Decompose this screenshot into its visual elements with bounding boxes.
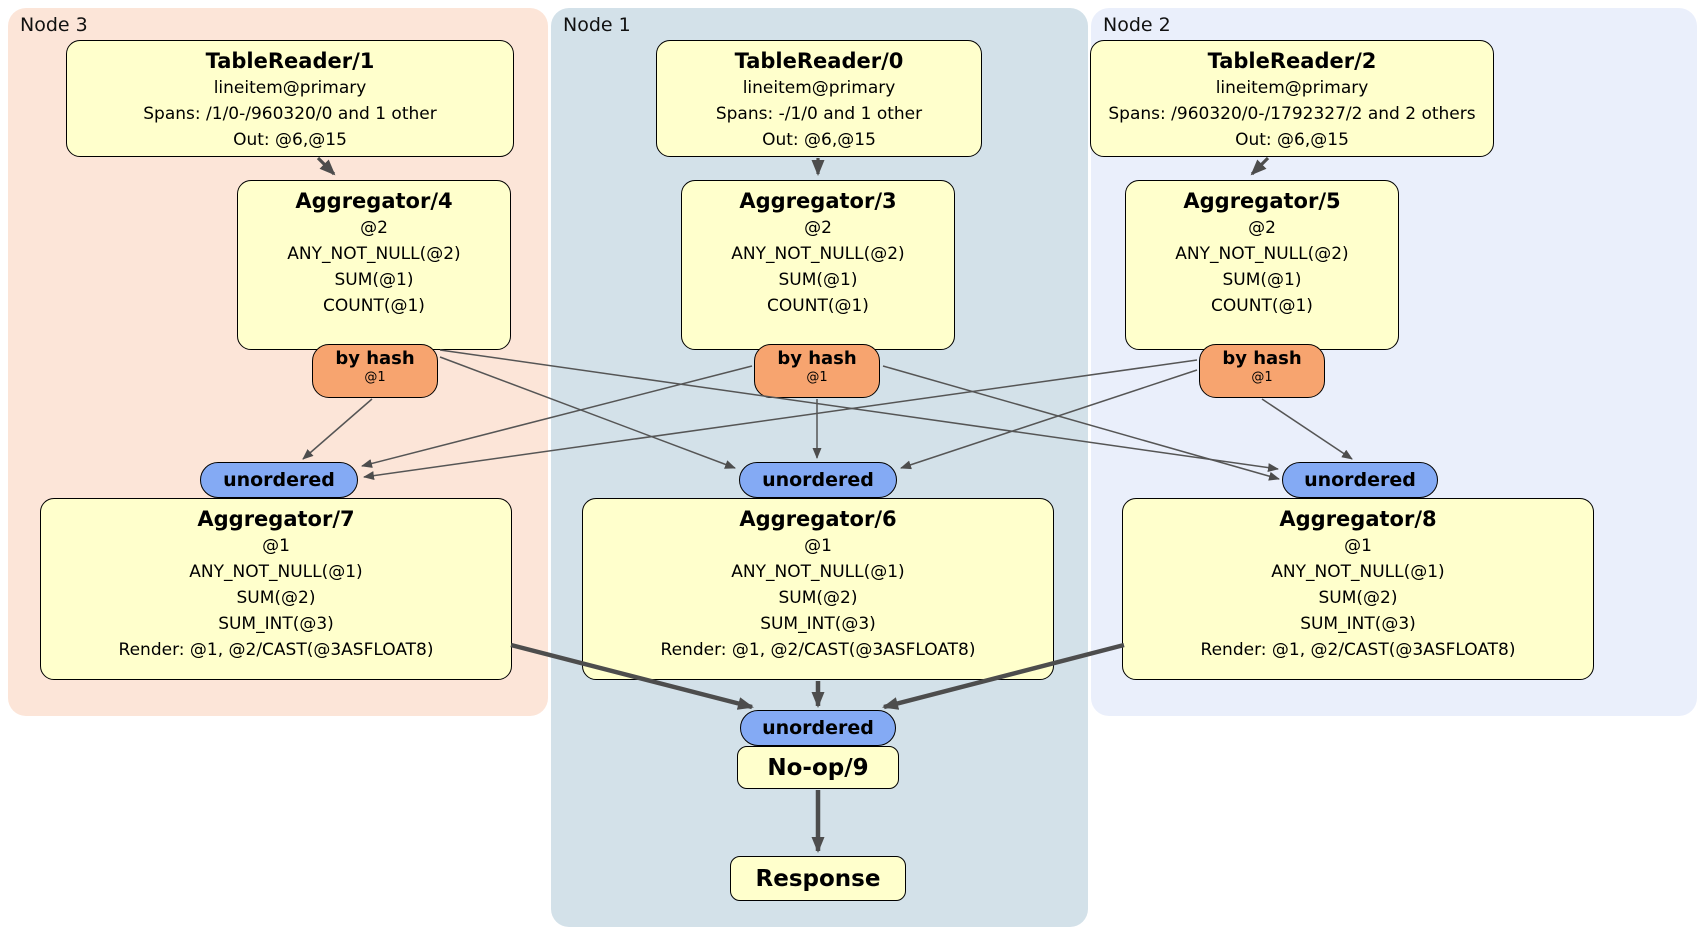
node-detail: Render: @1, @2/CAST(@3ASFLOAT8) <box>660 640 976 660</box>
router-by-hash-5: by hash @1 <box>1199 344 1325 398</box>
node-detail: lineitem@primary <box>742 78 896 98</box>
router-label: by hash <box>777 348 857 369</box>
sync-label: unordered <box>1304 469 1416 491</box>
node-noop-9: No-op/9 <box>737 746 899 789</box>
sync-label: unordered <box>762 469 874 491</box>
node-detail: SUM(@2) <box>236 588 316 608</box>
node-title: TableReader/0 <box>734 49 904 73</box>
node-title: Aggregator/3 <box>739 189 897 213</box>
node-tablereader-2: TableReader/2 lineitem@primary Spans: /9… <box>1090 40 1494 157</box>
node-detail: Spans: /1/0-/960320/0 and 1 other <box>143 104 437 124</box>
node-title: TableReader/2 <box>1207 49 1377 73</box>
node-detail: SUM_INT(@3) <box>218 614 334 634</box>
node-detail: ANY_NOT_NULL(@2) <box>1175 244 1349 264</box>
node-detail: SUM_INT(@3) <box>760 614 876 634</box>
router-key: @1 <box>1251 370 1273 385</box>
node-title: Aggregator/6 <box>739 507 897 531</box>
panel-node-2-label: Node 2 <box>1103 14 1171 36</box>
node-detail: Out: @6,@15 <box>1235 130 1349 150</box>
node-detail: lineitem@primary <box>213 78 367 98</box>
sync-unordered-8: unordered <box>1282 462 1438 498</box>
sync-label: unordered <box>223 469 335 491</box>
node-detail: Out: @6,@15 <box>233 130 347 150</box>
router-key: @1 <box>806 370 828 385</box>
node-title: Aggregator/7 <box>197 507 355 531</box>
node-title: No-op/9 <box>767 754 869 781</box>
node-detail: Spans: /960320/0-/1792327/2 and 2 others <box>1108 104 1476 124</box>
panel-node-3-label: Node 3 <box>20 14 88 36</box>
node-aggregator-4: Aggregator/4 @2 ANY_NOT_NULL(@2) SUM(@1)… <box>237 180 511 350</box>
node-detail: ANY_NOT_NULL(@2) <box>731 244 905 264</box>
node-aggregator-6: Aggregator/6 @1 ANY_NOT_NULL(@1) SUM(@2)… <box>582 498 1054 680</box>
node-detail: @1 <box>1344 536 1372 556</box>
sync-unordered-final: unordered <box>740 710 896 746</box>
node-detail: @2 <box>1248 218 1276 238</box>
node-tablereader-1: TableReader/1 lineitem@primary Spans: /1… <box>66 40 514 157</box>
node-detail: SUM_INT(@3) <box>1300 614 1416 634</box>
node-aggregator-3: Aggregator/3 @2 ANY_NOT_NULL(@2) SUM(@1)… <box>681 180 955 350</box>
node-detail: @2 <box>360 218 388 238</box>
node-aggregator-8: Aggregator/8 @1 ANY_NOT_NULL(@1) SUM(@2)… <box>1122 498 1594 680</box>
node-title: Aggregator/5 <box>1183 189 1341 213</box>
node-detail: ANY_NOT_NULL(@2) <box>287 244 461 264</box>
node-detail: Spans: -/1/0 and 1 other <box>715 104 923 124</box>
sync-unordered-7: unordered <box>200 462 358 498</box>
node-title: Response <box>755 865 881 892</box>
node-detail: @1 <box>804 536 832 556</box>
node-detail: Out: @6,@15 <box>762 130 876 150</box>
node-detail: COUNT(@1) <box>767 296 869 316</box>
node-title: Aggregator/8 <box>1279 507 1437 531</box>
panel-node-1-label: Node 1 <box>563 14 631 36</box>
router-label: by hash <box>335 348 415 369</box>
router-key: @1 <box>364 370 386 385</box>
node-detail: SUM(@2) <box>1318 588 1398 608</box>
node-detail: @1 <box>262 536 290 556</box>
node-aggregator-7: Aggregator/7 @1 ANY_NOT_NULL(@1) SUM(@2)… <box>40 498 512 680</box>
router-by-hash-4: by hash @1 <box>312 344 438 398</box>
node-title: Aggregator/4 <box>295 189 453 213</box>
sync-unordered-6: unordered <box>739 462 897 498</box>
node-detail: Render: @1, @2/CAST(@3ASFLOAT8) <box>1200 640 1516 660</box>
node-detail: ANY_NOT_NULL(@1) <box>189 562 363 582</box>
node-detail: COUNT(@1) <box>1211 296 1313 316</box>
node-detail: ANY_NOT_NULL(@1) <box>731 562 905 582</box>
node-detail: SUM(@1) <box>1222 270 1302 290</box>
node-title: TableReader/1 <box>205 49 375 73</box>
node-detail: COUNT(@1) <box>323 296 425 316</box>
router-by-hash-3: by hash @1 <box>754 344 880 398</box>
node-detail: SUM(@1) <box>334 270 414 290</box>
node-detail: @2 <box>804 218 832 238</box>
node-detail: lineitem@primary <box>1215 78 1369 98</box>
node-detail: SUM(@2) <box>778 588 858 608</box>
node-aggregator-5: Aggregator/5 @2 ANY_NOT_NULL(@2) SUM(@1)… <box>1125 180 1399 350</box>
node-detail: Render: @1, @2/CAST(@3ASFLOAT8) <box>118 640 434 660</box>
router-label: by hash <box>1222 348 1302 369</box>
node-detail: SUM(@1) <box>778 270 858 290</box>
node-detail: ANY_NOT_NULL(@1) <box>1271 562 1445 582</box>
node-response: Response <box>730 856 906 901</box>
sync-label: unordered <box>762 717 874 739</box>
node-tablereader-0: TableReader/0 lineitem@primary Spans: -/… <box>656 40 982 157</box>
